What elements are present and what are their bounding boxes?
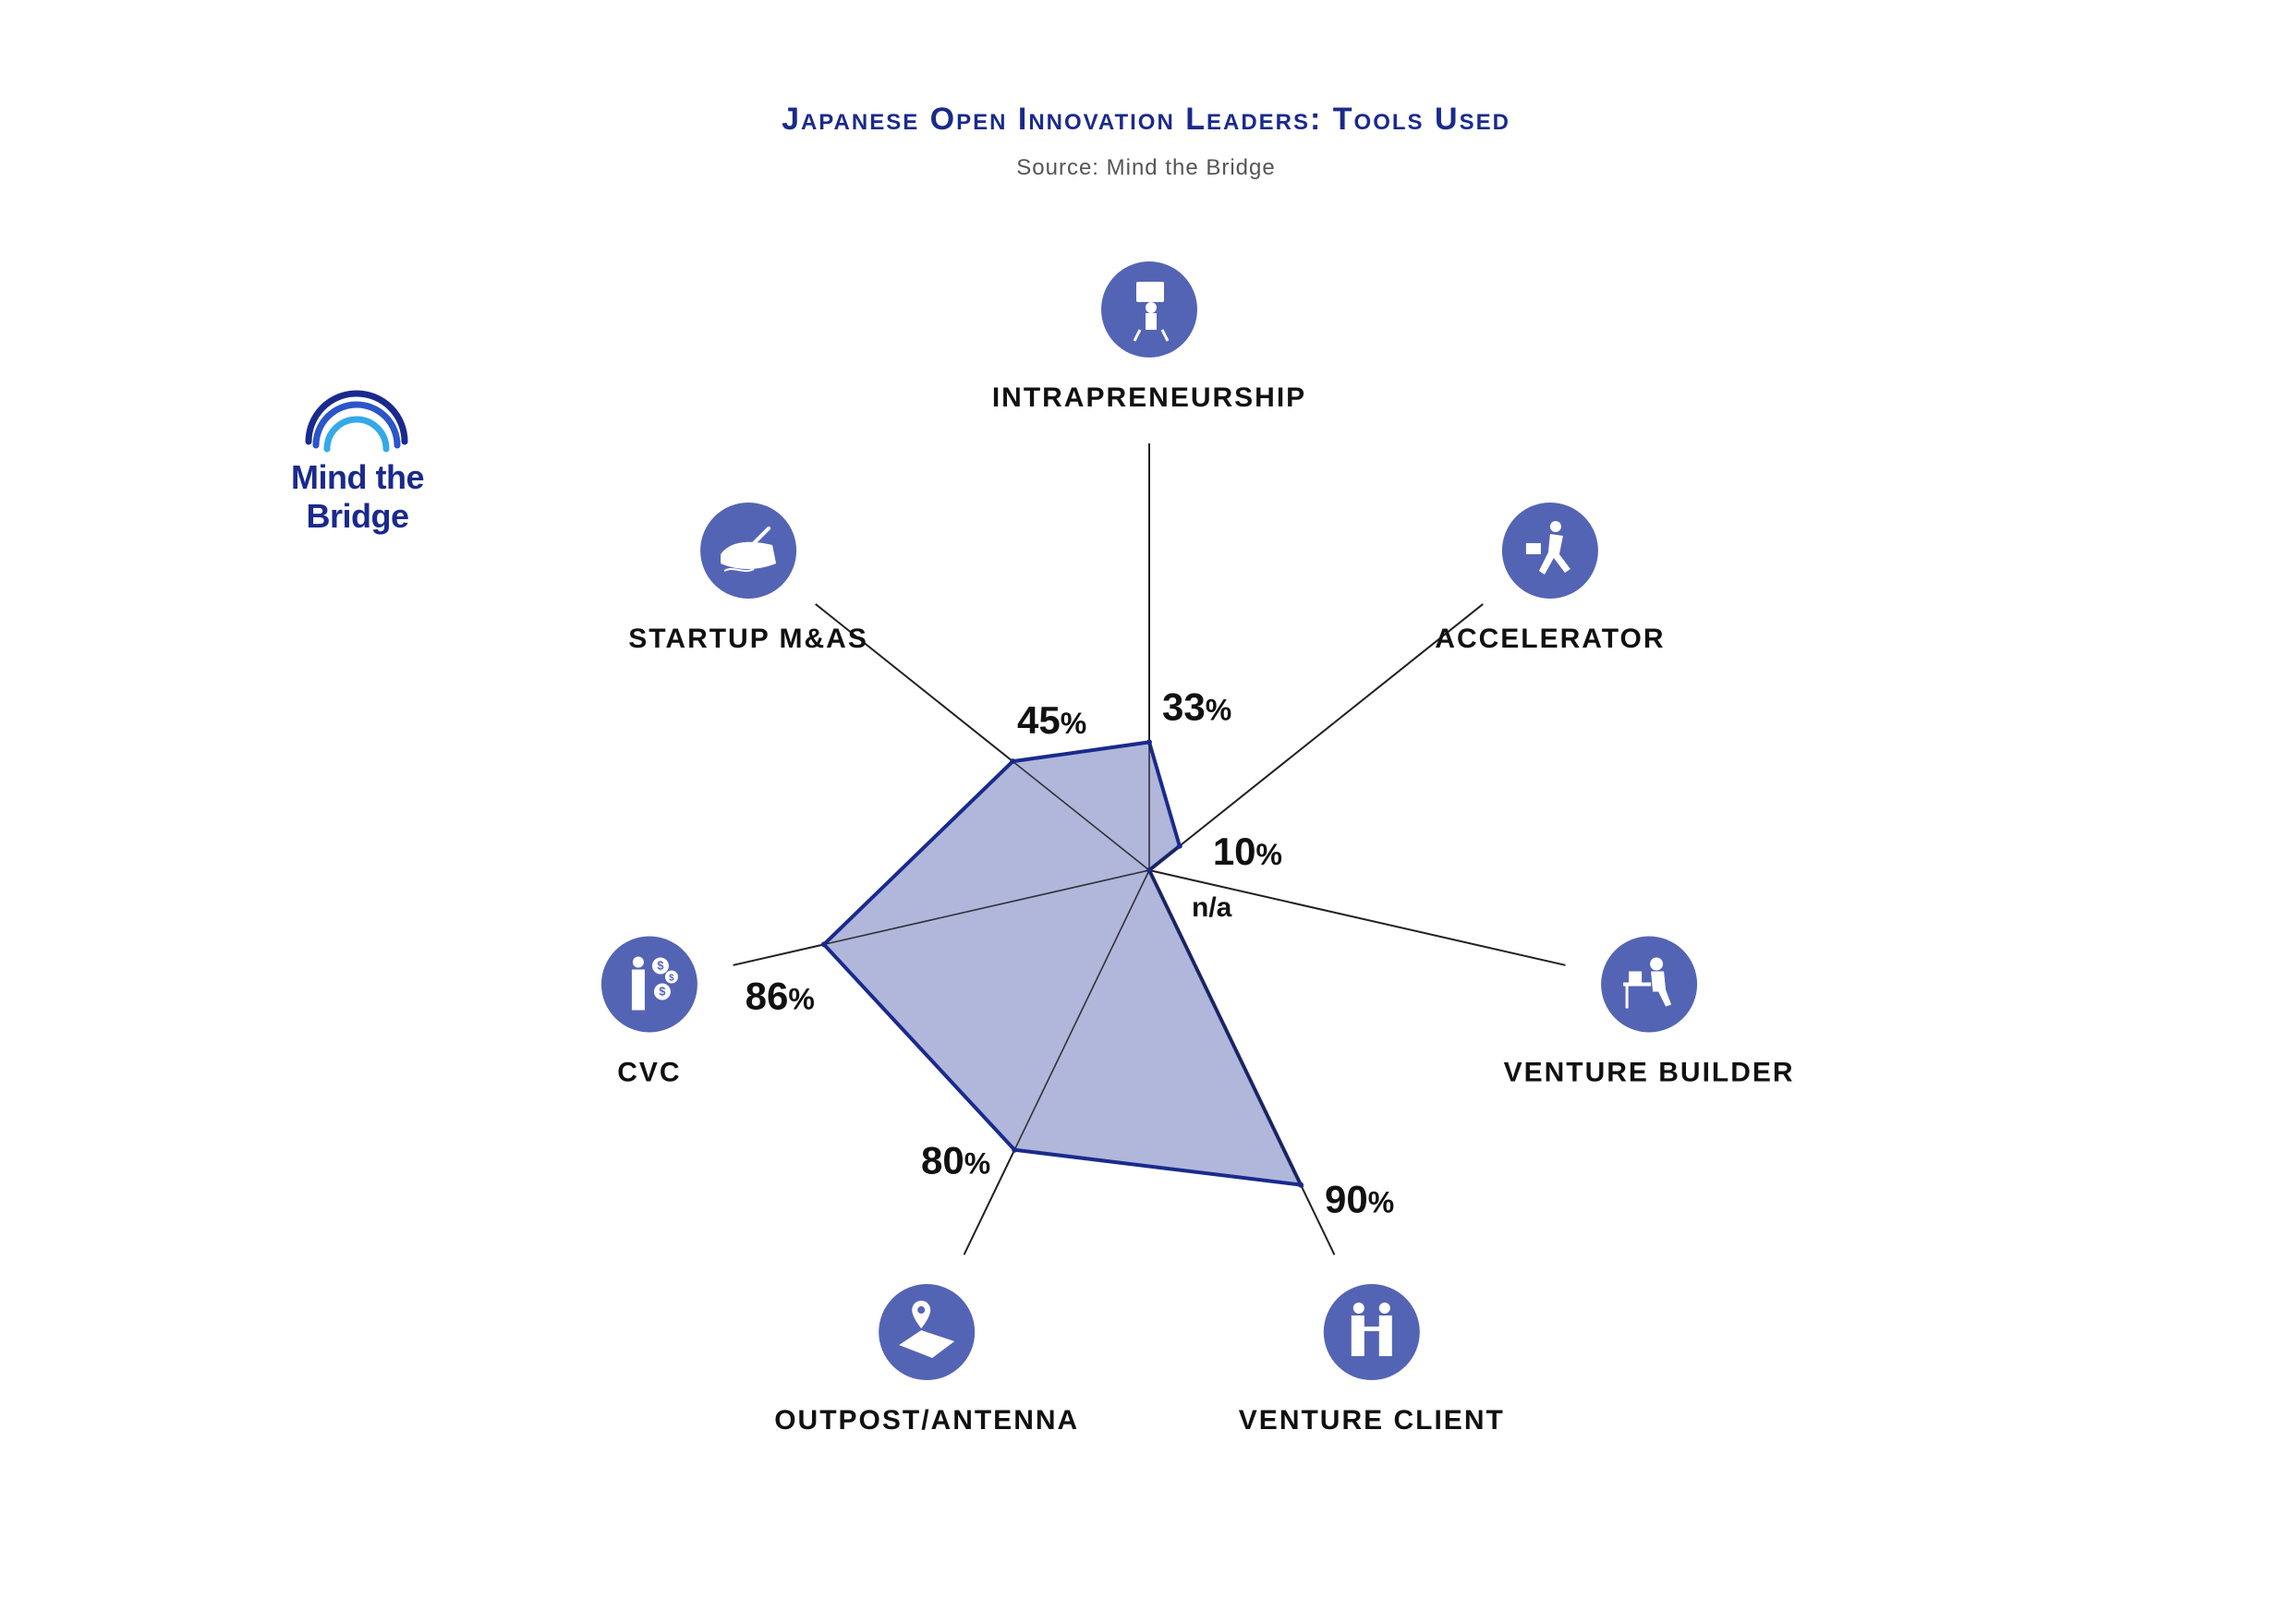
value-label-venture-client: 90% — [1325, 1178, 1394, 1221]
value-label-venture-builder: n/a — [1192, 892, 1232, 923]
percent-sign: % — [964, 1147, 990, 1181]
value-label-outpost-antenna: 80% — [921, 1139, 990, 1182]
svg-text:$: $ — [659, 985, 665, 998]
investor-icon: $ $ $ — [600, 936, 697, 1033]
axis-label-startup-m-as: STARTUP M&AS — [628, 624, 868, 654]
value-label-intrapreneurship: 33% — [1162, 685, 1231, 728]
value-number: 33 — [1162, 685, 1206, 728]
axis-label-accelerator: ACCELERATOR — [1435, 624, 1665, 654]
value-label-accelerator: 10% — [1213, 830, 1282, 873]
radar-series-polygon — [821, 740, 1304, 1187]
logo-arcs-icon — [305, 390, 408, 453]
percent-sign: % — [1206, 693, 1231, 726]
axis-label-cvc: CVC — [617, 1057, 681, 1087]
percent-sign: % — [788, 982, 814, 1015]
radar-point-startup-m-as — [1010, 758, 1016, 765]
map-pin-icon — [879, 1284, 976, 1381]
axis-overlay-venture-builder — [1148, 869, 1566, 966]
value-number: 90 — [1325, 1178, 1368, 1221]
axis-overlay-venture-client — [1148, 869, 1336, 1255]
percent-sign: % — [1256, 838, 1282, 871]
value-label-cvc: 86% — [746, 974, 815, 1017]
axis-overlay-accelerator — [1148, 603, 1484, 871]
percent-sign: % — [1061, 707, 1086, 740]
radar-point-venture-builder — [1146, 867, 1152, 873]
radar-point-venture-client — [1298, 1182, 1304, 1188]
running-businessman-icon — [1501, 502, 1598, 599]
axis-label-outpost-antenna: OUTPOST/ANTENNA — [774, 1405, 1079, 1436]
value-number: n/a — [1192, 892, 1232, 923]
value-number: 80 — [921, 1139, 964, 1182]
axis-overlay-startup-m-as — [815, 603, 1150, 871]
axis-label-venture-builder: VENTURE BUILDER — [1504, 1057, 1795, 1087]
radar-point-accelerator — [1176, 842, 1182, 849]
radar-point-cvc — [820, 941, 827, 948]
value-label-startup-m-as: 45% — [1017, 698, 1086, 742]
chart-title: Japanese Open Innovation Leaders: Tools … — [782, 102, 1510, 137]
axis-overlay-cvc — [733, 869, 1150, 966]
svg-text:$: $ — [657, 959, 663, 972]
radar-point-intrapreneurship — [1146, 739, 1152, 745]
presenter-icon — [1101, 261, 1197, 358]
radar-point-outpost-antenna — [1012, 1146, 1018, 1153]
axis-label-intrapreneurship: INTRAPRENEURSHIP — [992, 382, 1306, 413]
chart-subtitle: Source: Mind the Bridge — [1016, 155, 1276, 180]
value-number: 10 — [1213, 830, 1256, 873]
axis-label-venture-client: VENTURE CLIENT — [1239, 1405, 1505, 1436]
desk-worker-icon — [1601, 936, 1698, 1033]
percent-sign: % — [1368, 1186, 1394, 1219]
logo-text: Mind the Bridge — [291, 458, 424, 535]
signing-icon — [700, 502, 797, 599]
handshake-icon — [1323, 1284, 1420, 1381]
value-number: 86 — [746, 974, 789, 1017]
axis-overlay-outpost-antenna — [963, 869, 1150, 1255]
value-number: 45 — [1017, 698, 1061, 742]
svg-text:$: $ — [669, 973, 674, 983]
